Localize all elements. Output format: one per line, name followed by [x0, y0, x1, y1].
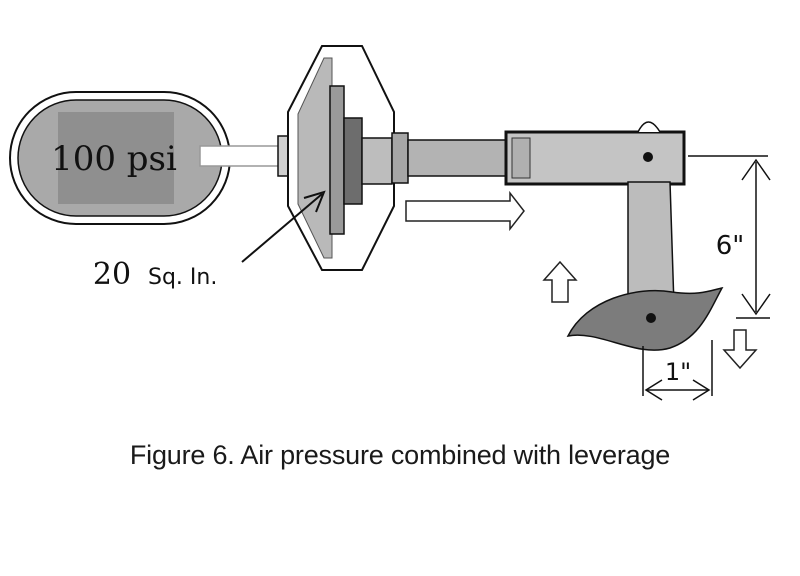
- cam-rotation-up-arrow: [542, 260, 578, 303]
- clevis-pin: [643, 152, 653, 162]
- tank-pressure-label: 100 psi: [51, 139, 177, 179]
- push-rod-boot: [391, 132, 409, 184]
- lever-length-top-arrowhead: [741, 158, 771, 181]
- clevis-top-bump: [637, 121, 661, 133]
- cam-offset-right-arrowhead: [692, 379, 711, 401]
- area-leader-line: [241, 193, 323, 263]
- cam-offset-dimension: 1": [642, 340, 713, 401]
- s-cam: [566, 286, 724, 351]
- area-value-label: 20: [93, 257, 131, 292]
- area-unit-label: Sq. In.: [148, 265, 217, 290]
- area-leader-arrowhead: [303, 190, 326, 213]
- clevis-neck: [511, 137, 531, 179]
- brake-chamber: [287, 45, 409, 271]
- push-rod: [407, 139, 509, 177]
- lever-length-dimension: 6": [688, 155, 771, 319]
- clevis: [504, 121, 686, 186]
- lever-length-label: 6": [716, 231, 745, 261]
- cam-rotation-down-arrow: [722, 329, 758, 370]
- slack-adjuster-arm: [627, 181, 675, 307]
- figure-caption: Figure 6. Air pressure combined with lev…: [129, 440, 671, 470]
- lever-length-bottom-arrowhead: [741, 293, 771, 316]
- air-tank: 100 psi: [9, 91, 231, 225]
- push-direction-arrow: [405, 190, 525, 232]
- diaphragm: [329, 85, 345, 235]
- pressure-plate: [343, 117, 363, 205]
- push-rod-collar: [361, 137, 393, 185]
- air-tank-core: [58, 112, 174, 204]
- camshaft-center: [646, 313, 656, 323]
- cam-offset-label: 1": [665, 358, 691, 386]
- diaphragm-area-callout: 20 Sq. In.: [93, 190, 326, 292]
- clevis-body: [504, 130, 686, 186]
- cam-offset-left-arrowhead: [644, 379, 663, 401]
